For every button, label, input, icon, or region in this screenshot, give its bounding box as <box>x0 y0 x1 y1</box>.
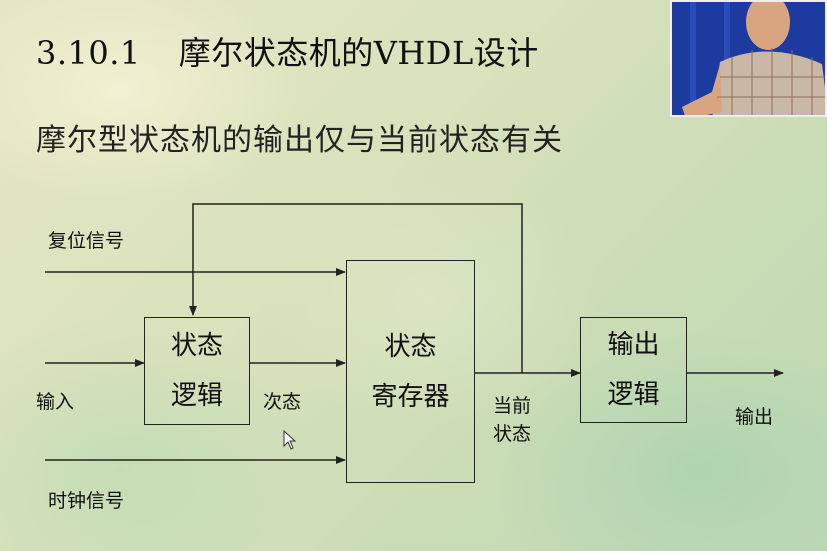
output-logic-line1: 输出 <box>607 330 660 360</box>
output-logic-line2: 逻辑 <box>607 380 660 410</box>
section-number: 3.10.1 <box>36 34 141 72</box>
clock-label: 时钟信号 <box>48 490 125 512</box>
state-logic-line1: 状态 <box>170 331 223 361</box>
current-state-line1: 当前 <box>493 395 532 417</box>
input-label: 输入 <box>36 391 75 413</box>
next-state-label: 次态 <box>263 391 302 413</box>
state-logic-block: 状态 逻辑 <box>144 317 250 425</box>
presenter-video <box>670 0 827 117</box>
state-register-line2: 寄存器 <box>371 381 450 412</box>
presenter-figure <box>672 2 825 115</box>
current-state-line2: 状态 <box>493 423 532 445</box>
title-text: 摩尔状态机的VHDL设计 <box>178 34 539 72</box>
feedback-wire <box>189 203 523 373</box>
current-state-label: 当前 状态 <box>493 392 531 448</box>
output-logic-block: 输出 逻辑 <box>580 317 687 423</box>
state-logic-line2: 逻辑 <box>170 381 223 411</box>
slide-subtitle: 摩尔型状态机的输出仅与当前状态有关 <box>36 123 563 158</box>
mouse-cursor-icon <box>283 430 297 450</box>
slide-title: 3.10.1 摩尔状态机的VHDL设计 <box>36 28 539 74</box>
state-register-block: 状态 寄存器 <box>346 260 475 483</box>
output-label: 输出 <box>735 406 774 428</box>
reset-label: 复位信号 <box>48 230 125 252</box>
state-register-line1: 状态 <box>384 331 437 362</box>
